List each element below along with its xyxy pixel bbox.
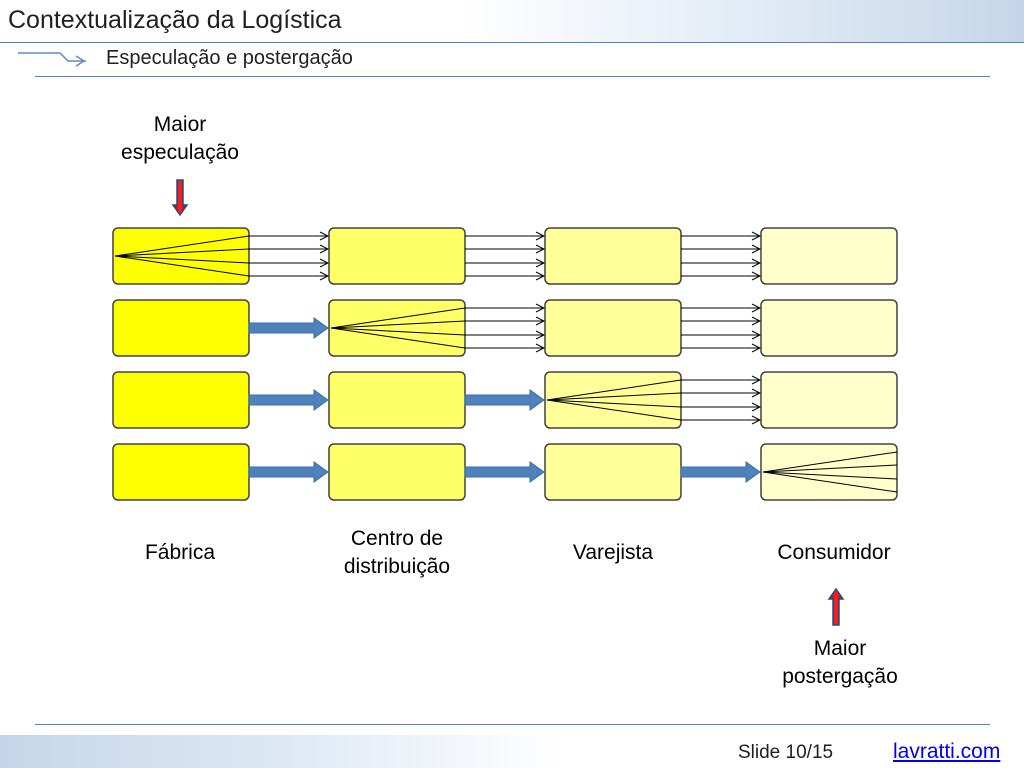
subtitle-arrow-icon — [18, 52, 86, 67]
fan-line-row-2-3 — [330, 327, 466, 336]
stage-label-fabrica: Fábrica — [100, 539, 260, 567]
stage-label-consumidor: Consumidor — [749, 539, 919, 567]
bottom-annotation-line-1: Maior — [813, 637, 867, 660]
stage-box-centro-row-1 — [328, 227, 466, 285]
stage-box-varejista-row-2 — [544, 299, 682, 357]
header-divider — [0, 42, 1024, 43]
stage-box-varejista-row-3 — [544, 371, 682, 429]
top-annotation-line-2: especulação — [121, 141, 239, 164]
speculation-red-arrow-icon — [171, 179, 189, 217]
stage-label-centro-line-2: distribuição — [343, 555, 451, 578]
fan-line-row-3-3 — [546, 399, 682, 408]
stage-box-varejista-row-1 — [544, 227, 682, 285]
fan-line-row-2-4 — [330, 327, 466, 349]
slide-title: Contextualização da Logística — [8, 6, 342, 34]
fan-line-row-4-1 — [762, 451, 898, 473]
stage-box-consumidor-row-2 — [760, 299, 898, 357]
fan-line-row-1-1 — [114, 235, 250, 257]
site-link[interactable]: lavratti.com — [893, 740, 1001, 763]
stage-label-consumidor-line-1: Consumidor — [777, 541, 891, 564]
postponement-red-arrow-icon — [827, 587, 845, 626]
slide-subtitle: Especulação e postergação — [106, 47, 353, 69]
consolidated-arrow-row-4-gap-3 — [680, 461, 761, 483]
stage-box-consumidor-row-3 — [760, 371, 898, 429]
stage-box-centro-row-2 — [328, 299, 466, 357]
header-band — [0, 0, 1024, 42]
stage-box-centro-row-4 — [328, 443, 466, 501]
stage-box-consumidor-row-1 — [760, 227, 898, 285]
top-annotation-line-1: Maior — [153, 113, 207, 136]
stage-box-centro-row-3 — [328, 371, 466, 429]
fan-line-row-3-4 — [546, 399, 682, 421]
stage-label-centro-distribuicao: Centro de distribuição — [317, 525, 477, 581]
consolidated-arrow-row-3-gap-1 — [248, 389, 329, 411]
bottom-annotation-line-2: postergação — [782, 665, 898, 688]
slide-number: Slide 10/15 — [738, 742, 834, 763]
consolidated-arrow-row-4-gap-1 — [248, 461, 329, 483]
fan-line-row-2-1 — [330, 307, 466, 329]
fan-line-row-1-4 — [114, 255, 250, 277]
stage-box-fabrica-row-2 — [112, 299, 250, 357]
fan-line-row-4-3 — [762, 471, 898, 480]
fan-line-row-3-1 — [546, 379, 682, 401]
stage-box-consumidor-row-4 — [760, 443, 898, 501]
bottom-annotation: Maior postergação — [740, 635, 940, 691]
consolidated-arrow-row-2-gap-1 — [248, 317, 329, 339]
footer-band — [0, 735, 1024, 768]
fan-line-row-4-2 — [762, 464, 898, 473]
stage-label-centro-line-1: Centro de — [350, 527, 444, 550]
stage-box-fabrica-row-1 — [112, 227, 250, 285]
fan-line-row-2-2 — [330, 320, 466, 329]
stage-box-fabrica-row-3 — [112, 371, 250, 429]
consolidated-arrow-row-3-gap-2 — [464, 389, 545, 411]
stage-box-varejista-row-4 — [544, 443, 682, 501]
subtitle-divider — [35, 76, 990, 77]
stage-label-fabrica-line-1: Fábrica — [144, 541, 216, 564]
stage-box-fabrica-row-4 — [112, 443, 250, 501]
stage-label-varejista-line-1: Varejista — [572, 541, 654, 564]
consolidated-arrow-row-4-gap-2 — [464, 461, 545, 483]
fan-line-row-1-2 — [114, 248, 250, 257]
footer-divider — [35, 724, 990, 725]
fan-line-row-3-2 — [546, 392, 682, 401]
fan-line-row-4-4 — [762, 471, 898, 493]
fan-line-row-1-3 — [114, 255, 250, 264]
top-annotation: Maior especulação — [80, 111, 280, 167]
stage-label-varejista: Varejista — [533, 539, 693, 567]
